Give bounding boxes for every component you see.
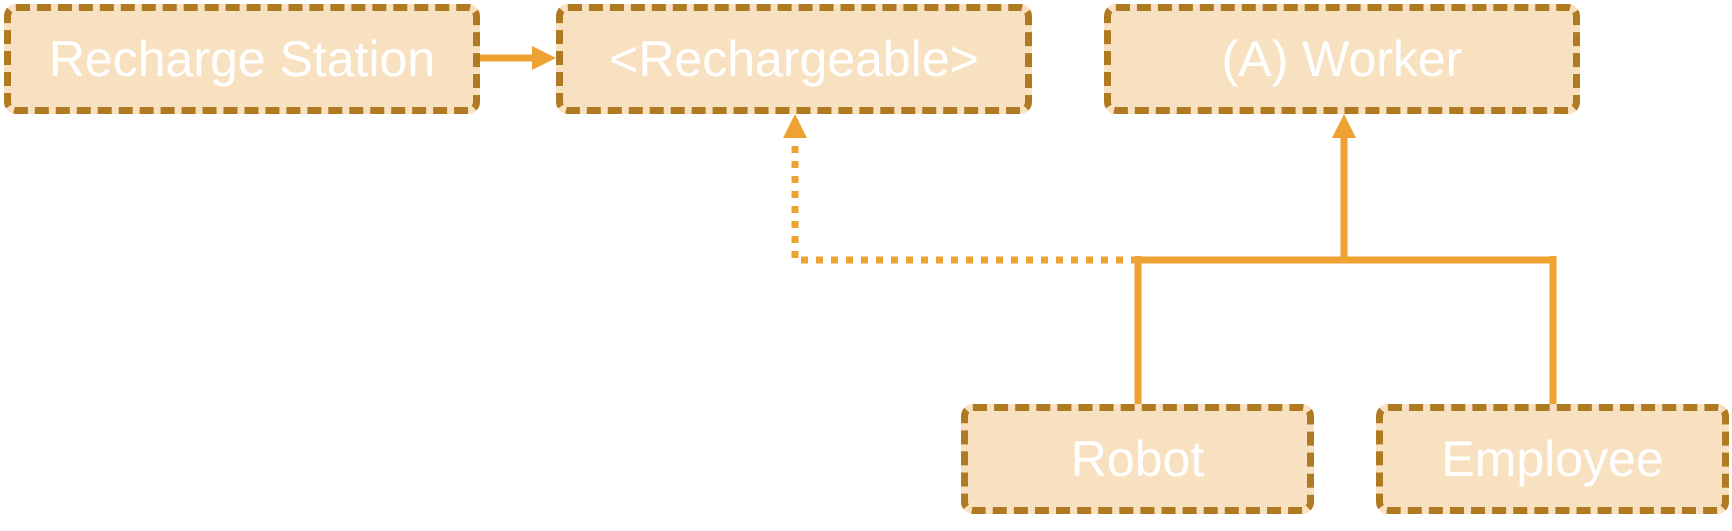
class-robot[interactable]: Robot [961, 404, 1314, 514]
class-recharge-station[interactable]: Recharge Station [4, 4, 480, 114]
class-recharge-station-label: Recharge Station [48, 31, 436, 87]
class-robot-label: Robot [1070, 431, 1205, 487]
abstract-class-worker-label: (A) Worker [1221, 31, 1463, 87]
abstract-class-worker[interactable]: (A) Worker [1104, 4, 1580, 114]
class-employee-label: Employee [1441, 431, 1664, 487]
arrowhead-rechargeable-left [532, 46, 556, 70]
arrowhead-worker-bottom [1332, 114, 1356, 138]
arrowhead-rechargeable-bottom [783, 114, 807, 138]
edge-robot-to-rechargeable [791, 136, 1138, 264]
interface-rechargeable-label: <Rechargeable> [609, 31, 979, 87]
class-employee[interactable]: Employee [1376, 404, 1729, 514]
interface-rechargeable[interactable]: <Rechargeable> [556, 4, 1032, 114]
